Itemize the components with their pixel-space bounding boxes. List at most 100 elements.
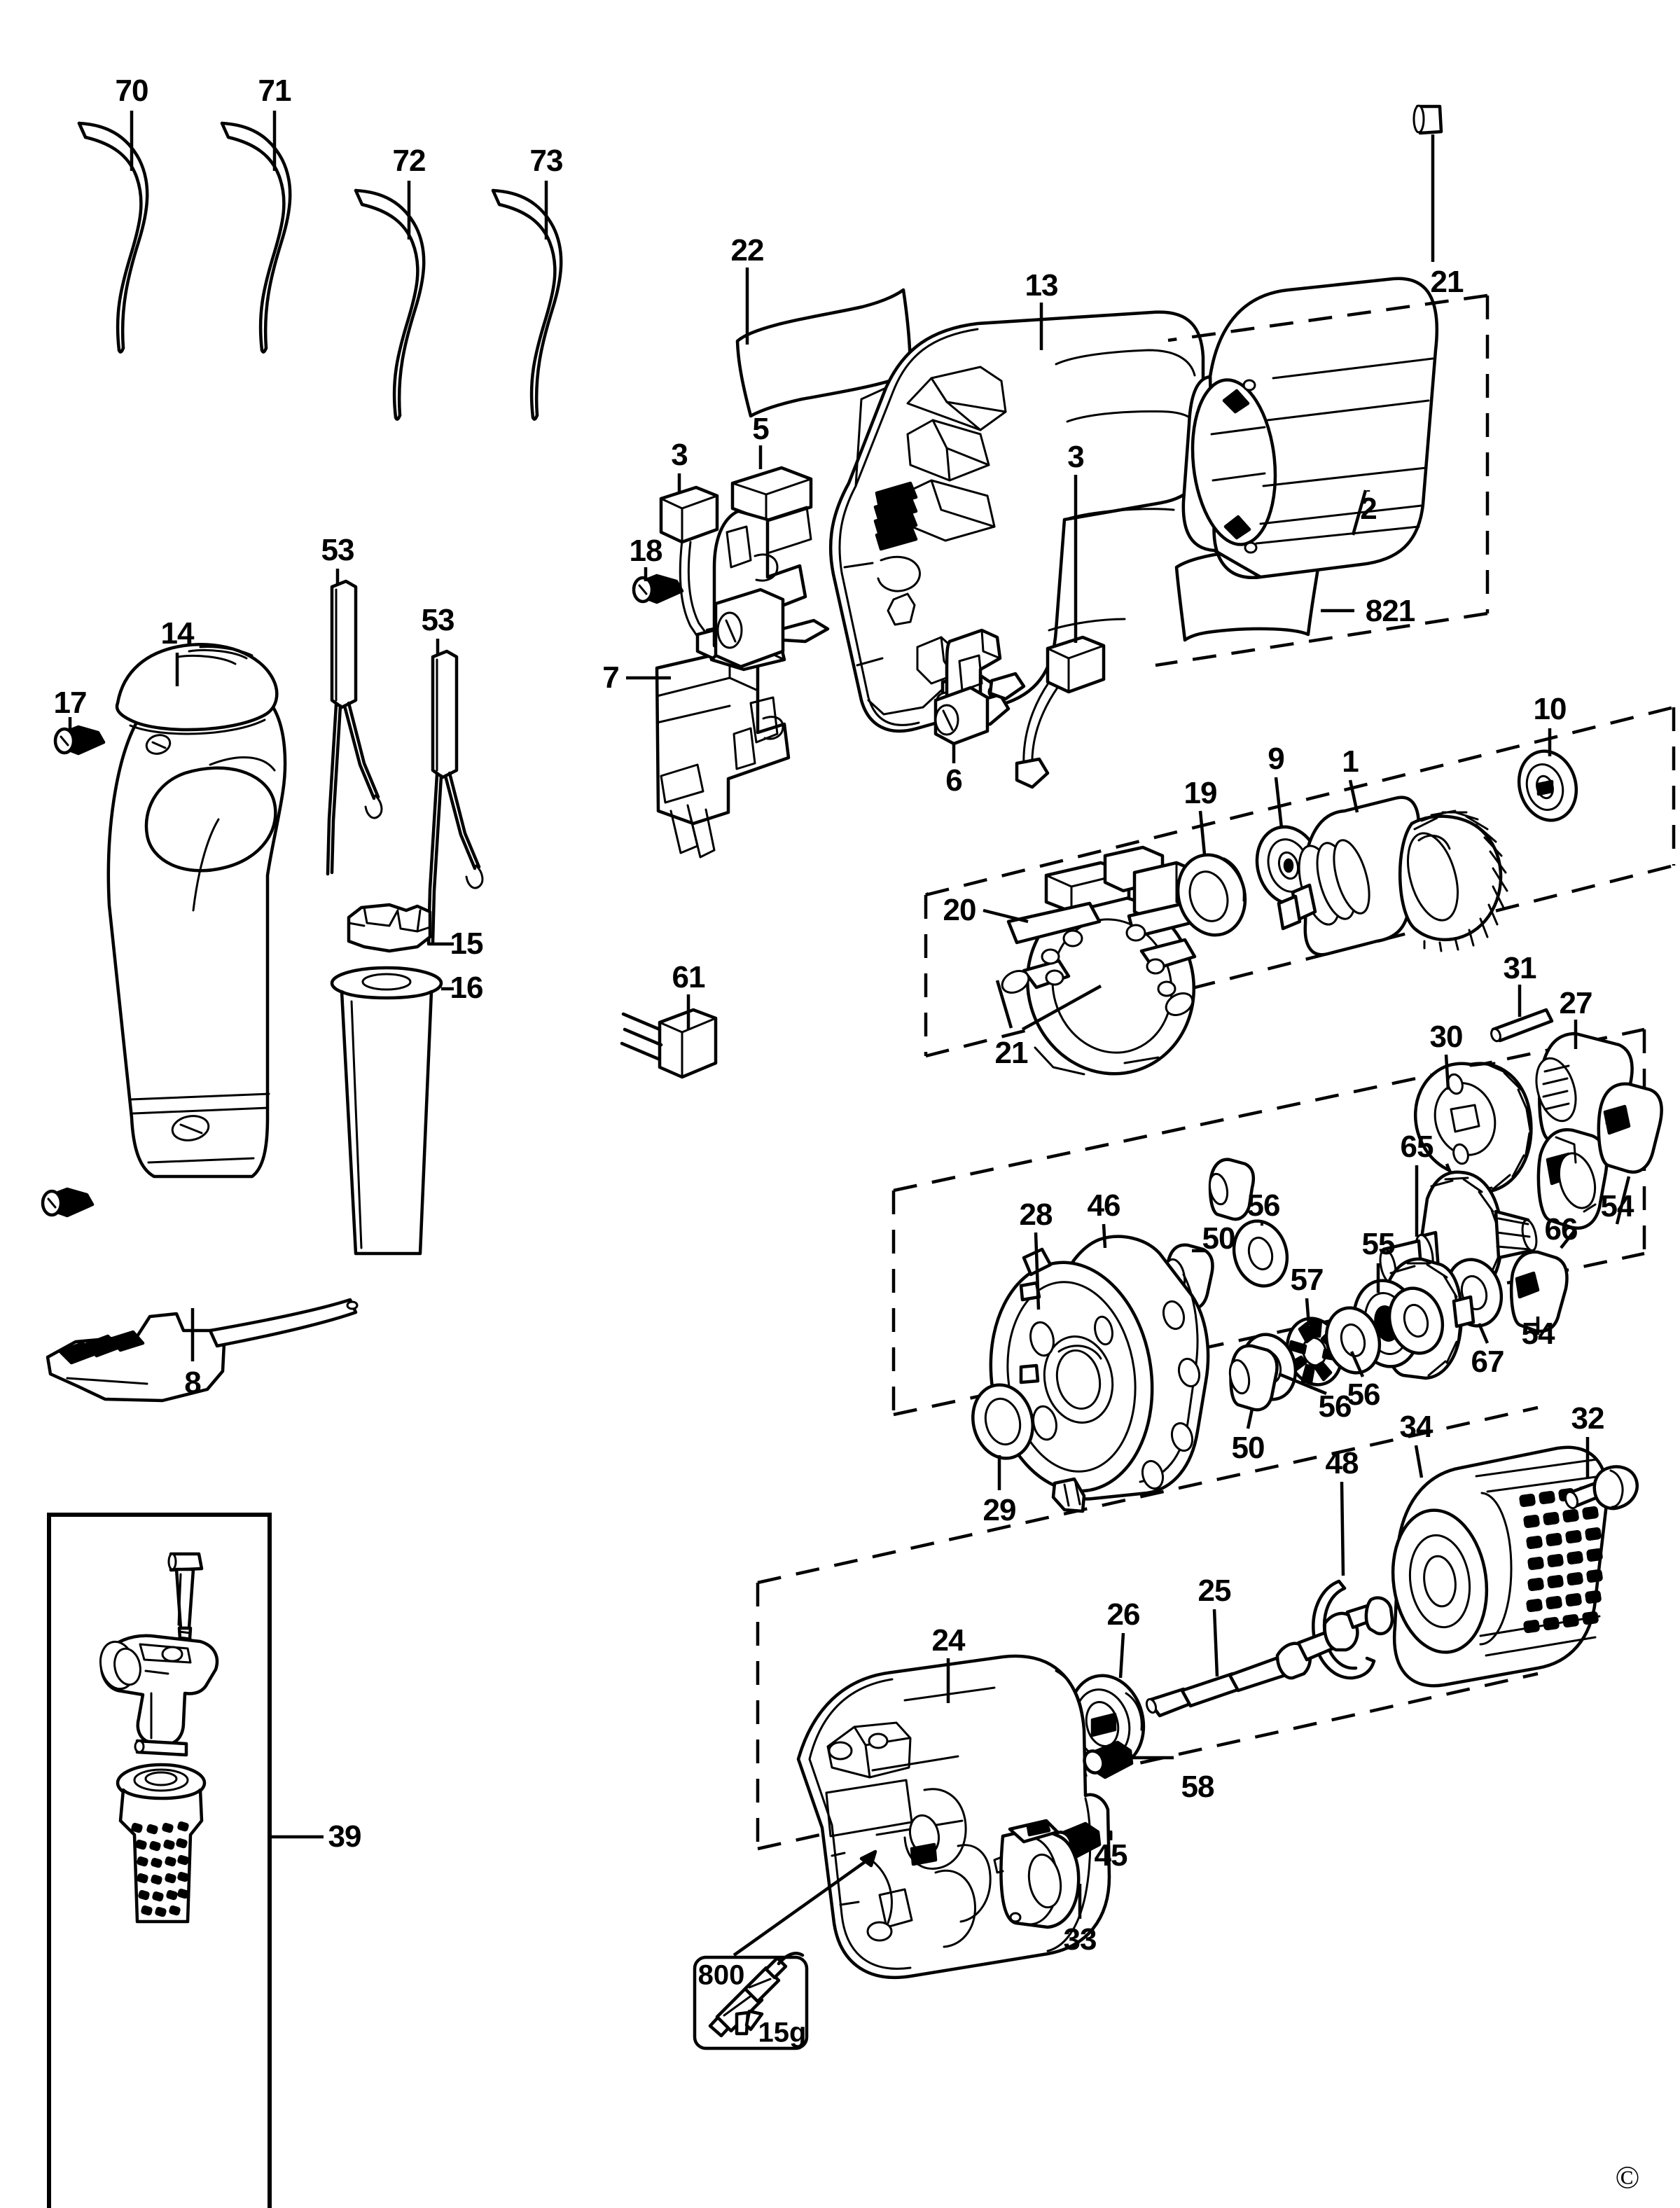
callout-9: 9 <box>1268 742 1285 776</box>
callout-56-a: 56 <box>1247 1188 1281 1223</box>
callout-3-lower: 3 <box>1067 440 1085 474</box>
copyright-mark: © <box>1615 2159 1640 2195</box>
handle-bar-16 <box>330 966 443 1256</box>
power-cord-8 <box>46 1298 359 1403</box>
collar-33 <box>993 1819 1081 1929</box>
grease-pack-weight: 15g <box>758 2017 807 2048</box>
carbon-brush-61 <box>620 1008 718 1079</box>
callout-48: 48 <box>1325 1446 1359 1480</box>
callout-31: 31 <box>1503 951 1537 985</box>
callout-66: 66 <box>1544 1212 1578 1247</box>
callout-15: 15 <box>450 926 484 961</box>
callout-2: 2 <box>1360 492 1377 526</box>
callout-50-b: 50 <box>1231 1431 1265 1465</box>
washer-19 <box>1176 853 1247 937</box>
bit-73 <box>491 188 563 421</box>
bushing-50-b <box>1208 1158 1256 1221</box>
screw-18 <box>632 574 684 604</box>
callout-33: 33 <box>1063 1922 1097 1957</box>
callout-5: 5 <box>752 412 770 446</box>
callout-16: 16 <box>450 971 484 1005</box>
sleeve-54-lower <box>1509 1250 1569 1333</box>
callout-1: 1 <box>1342 744 1359 779</box>
callout-56-c: 56 <box>1347 1377 1381 1412</box>
contact-6 <box>933 628 1026 746</box>
component-53-b <box>426 649 484 946</box>
pin-21-top <box>1412 104 1443 135</box>
callout-46: 46 <box>1087 1188 1121 1223</box>
callout-58: 58 <box>1181 1770 1215 1804</box>
bit-71 <box>220 121 292 354</box>
callout-73: 73 <box>529 144 564 178</box>
callout-27: 27 <box>1559 986 1593 1020</box>
callout-55: 55 <box>1361 1227 1396 1261</box>
callout-10: 10 <box>1533 692 1567 726</box>
brush-holder-20 <box>1001 845 1204 1076</box>
callout-6: 6 <box>945 763 963 798</box>
callout-61: 61 <box>672 960 706 994</box>
washer-56-d <box>1387 1286 1445 1355</box>
grease-gun-icon <box>708 1952 805 2038</box>
callout-67: 67 <box>1471 1345 1505 1379</box>
callout-45: 45 <box>1094 1838 1128 1873</box>
callout-14: 14 <box>160 616 195 651</box>
callout-39: 39 <box>328 1819 362 1854</box>
gear-case-24 <box>796 1654 1111 1979</box>
chuck-34 <box>1391 1445 1609 1688</box>
callout-8: 8 <box>184 1366 202 1400</box>
callout-24: 24 <box>931 1623 966 1658</box>
callout-65: 65 <box>1400 1130 1434 1164</box>
callout-32: 32 <box>1571 1401 1605 1436</box>
detail-39-contents <box>99 1552 219 1924</box>
callout-21-brush: 21 <box>994 1036 1029 1070</box>
side-handle-14 <box>106 643 287 1179</box>
bit-72 <box>354 188 426 421</box>
callout-17: 17 <box>53 686 88 720</box>
callout-821: 821 <box>1365 594 1415 628</box>
callout-50-a: 50 <box>1202 1221 1236 1256</box>
armature-1 <box>1277 796 1508 957</box>
clamp-15 <box>347 903 432 953</box>
terminal-3-lower <box>1015 635 1106 789</box>
callout-7: 7 <box>602 660 620 695</box>
callout-72: 72 <box>392 144 426 178</box>
callout-54-b: 54 <box>1521 1317 1555 1351</box>
sleeve-54-upper <box>1597 1082 1663 1174</box>
callout-34: 34 <box>1399 1410 1433 1444</box>
bearing-10 <box>1517 749 1578 822</box>
callout-19: 19 <box>1183 776 1218 810</box>
callout-28: 28 <box>1019 1197 1053 1232</box>
module-5 <box>712 466 813 669</box>
callout-70: 70 <box>115 74 149 108</box>
washer-56-a <box>1232 1219 1289 1288</box>
seal-29 <box>971 1383 1034 1460</box>
callout-21-top: 21 <box>1430 265 1464 299</box>
callout-53-b: 53 <box>421 603 455 637</box>
callout-18: 18 <box>629 534 663 568</box>
bit-70 <box>77 121 149 354</box>
callout-22: 22 <box>730 233 765 268</box>
detail-box-frame <box>47 1513 272 2208</box>
coupling-66 <box>1536 1128 1609 1230</box>
grease-pack-code: 800 <box>697 1959 745 1991</box>
chuck-key-32 <box>1564 1465 1639 1511</box>
callout-54-a: 54 <box>1600 1189 1634 1223</box>
field-can-2 <box>1181 277 1439 579</box>
bushing-50-c <box>1228 1344 1279 1412</box>
screw-17-lower <box>41 1187 95 1218</box>
callout-71: 71 <box>258 74 292 108</box>
spindle-25 <box>1145 1596 1394 1718</box>
callout-29: 29 <box>983 1493 1017 1527</box>
screw-17-upper <box>53 725 106 756</box>
component-53-a <box>326 579 383 876</box>
screw-58 <box>1083 1740 1134 1779</box>
gear-30 <box>1413 1062 1533 1194</box>
grease-pack-box <box>693 1952 809 2050</box>
callout-13: 13 <box>1025 268 1059 303</box>
callout-20: 20 <box>943 893 977 927</box>
callout-56-b: 56 <box>1318 1389 1352 1424</box>
callout-30: 30 <box>1429 1020 1464 1054</box>
callout-53-a: 53 <box>321 533 355 567</box>
